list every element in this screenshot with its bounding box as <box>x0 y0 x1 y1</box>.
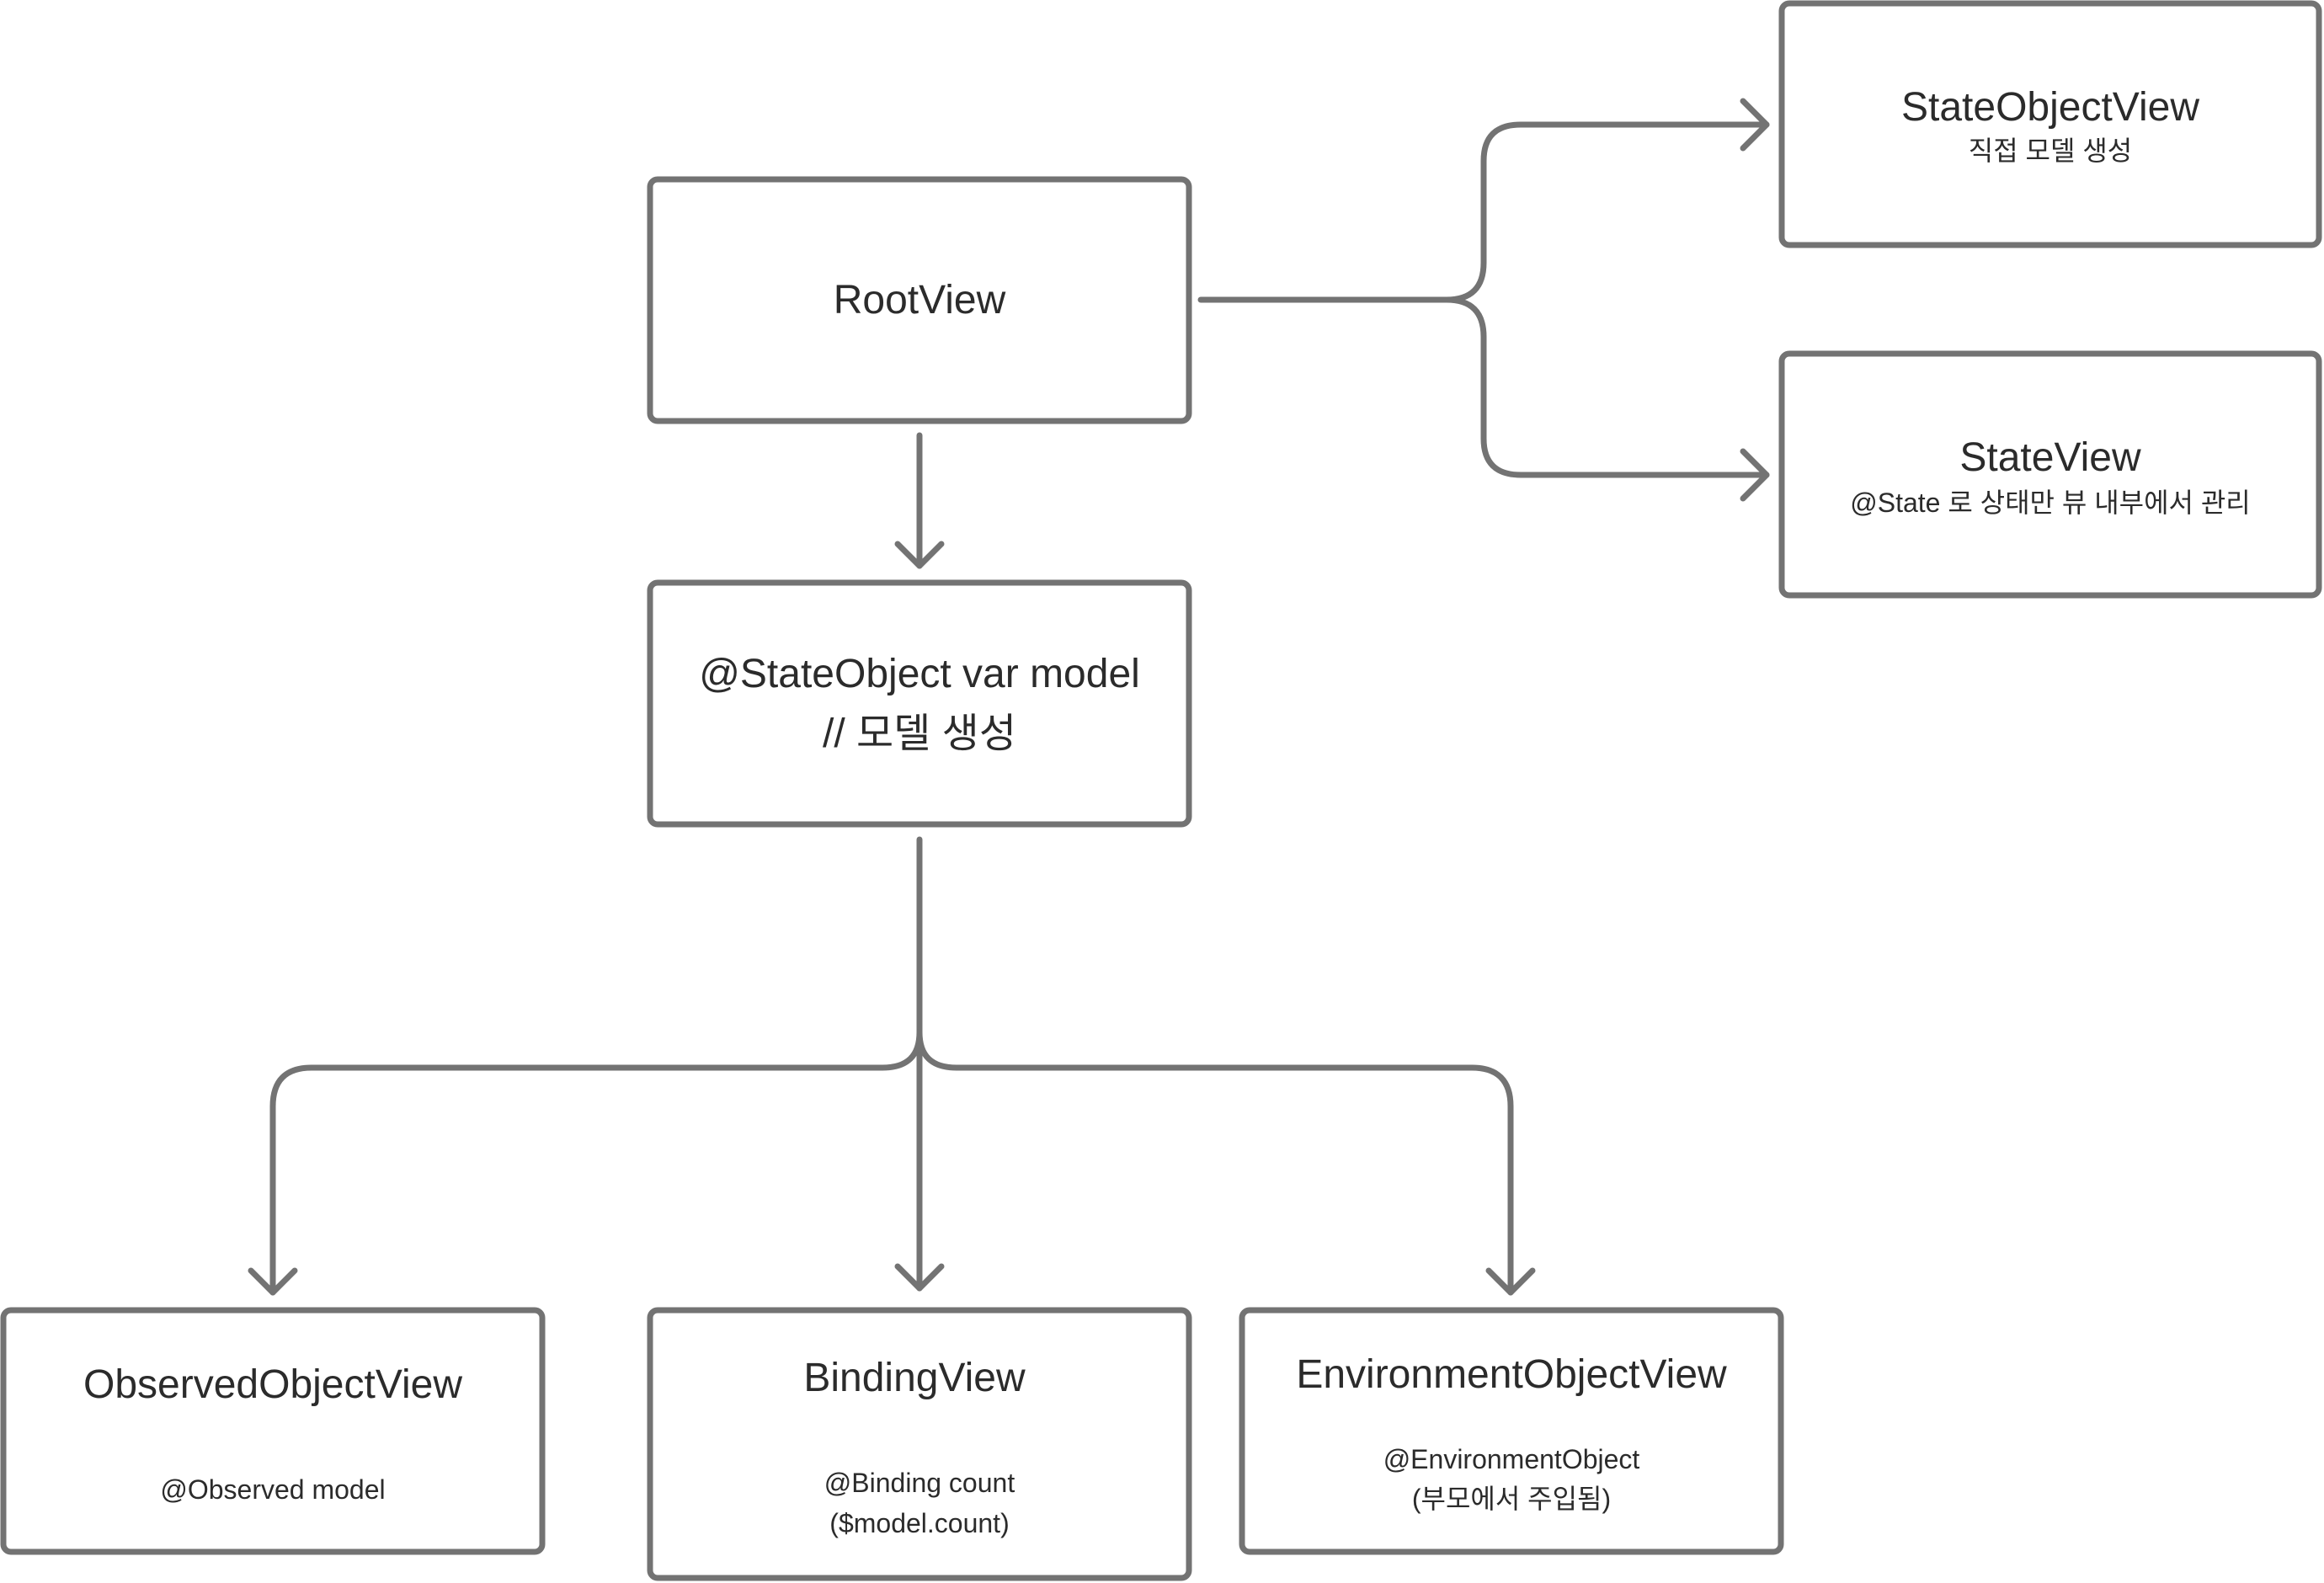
arrowhead-model <box>894 541 945 569</box>
arrowhead-environmentobjectview <box>1485 1267 1536 1296</box>
node-subtitle-line-2: ($model.count) <box>829 1508 1009 1538</box>
node-title: BindingView <box>803 1356 1026 1400</box>
edge-model-to-observedobjectview <box>269 1029 923 1296</box>
node-box <box>647 176 1192 424</box>
node-box <box>647 1307 1192 1581</box>
arrowhead-observedobjectview <box>248 1267 298 1296</box>
edge-model-to-environmentobjectview <box>916 1029 1514 1296</box>
arrowhead-stateview <box>1740 448 1770 502</box>
node-bindingview: BindingView @Binding count ($model.count… <box>647 1307 1192 1581</box>
node-environmentobjectview: EnvironmentObjectView @EnvironmentObject… <box>1239 1307 1784 1555</box>
node-subtitle-line-1: @EnvironmentObject <box>1383 1444 1640 1474</box>
node-subtitle: @State 로 상태만 뷰 내부에서 관리 <box>1850 488 2251 518</box>
arrowhead-bindingview <box>894 1263 945 1292</box>
node-box <box>1778 0 2322 248</box>
node-rootview: RootView <box>647 176 1192 424</box>
node-subtitle-line-2: (부모에서 주입됨) <box>1412 1484 1611 1514</box>
arrowhead-stateobjectview <box>1740 98 1770 152</box>
node-stateobjectview: StateObjectView 직접 모델 생성 <box>1778 0 2322 248</box>
node-title: RootView <box>834 278 1006 322</box>
node-title: StateView <box>1959 435 2141 480</box>
node-title: ObservedObjectView <box>83 1362 462 1407</box>
node-line-2: // 모델 생성 <box>823 712 1016 756</box>
node-title: StateObjectView <box>1901 85 2199 130</box>
node-stateobject-model: @StateObject var model // 모델 생성 <box>647 579 1192 828</box>
connectors <box>248 98 1770 1296</box>
node-box <box>647 579 1192 828</box>
node-box <box>1778 350 2322 599</box>
edge-root-to-stateview <box>1443 296 1770 478</box>
node-stateview: StateView @State 로 상태만 뷰 내부에서 관리 <box>1778 350 2322 599</box>
edge-root-to-stateobjectview <box>1197 121 1770 303</box>
node-observedobjectview: ObservedObjectView @Observed model <box>0 1307 546 1555</box>
node-title: EnvironmentObjectView <box>1296 1352 1727 1397</box>
node-subtitle: @Observed model <box>160 1474 385 1505</box>
node-box <box>0 1307 546 1555</box>
node-line-1: @StateObject var model <box>699 652 1140 696</box>
node-box <box>1239 1307 1784 1555</box>
node-subtitle: 직접 모델 생성 <box>1969 136 2132 166</box>
node-subtitle-line-1: @Binding count <box>824 1468 1015 1498</box>
